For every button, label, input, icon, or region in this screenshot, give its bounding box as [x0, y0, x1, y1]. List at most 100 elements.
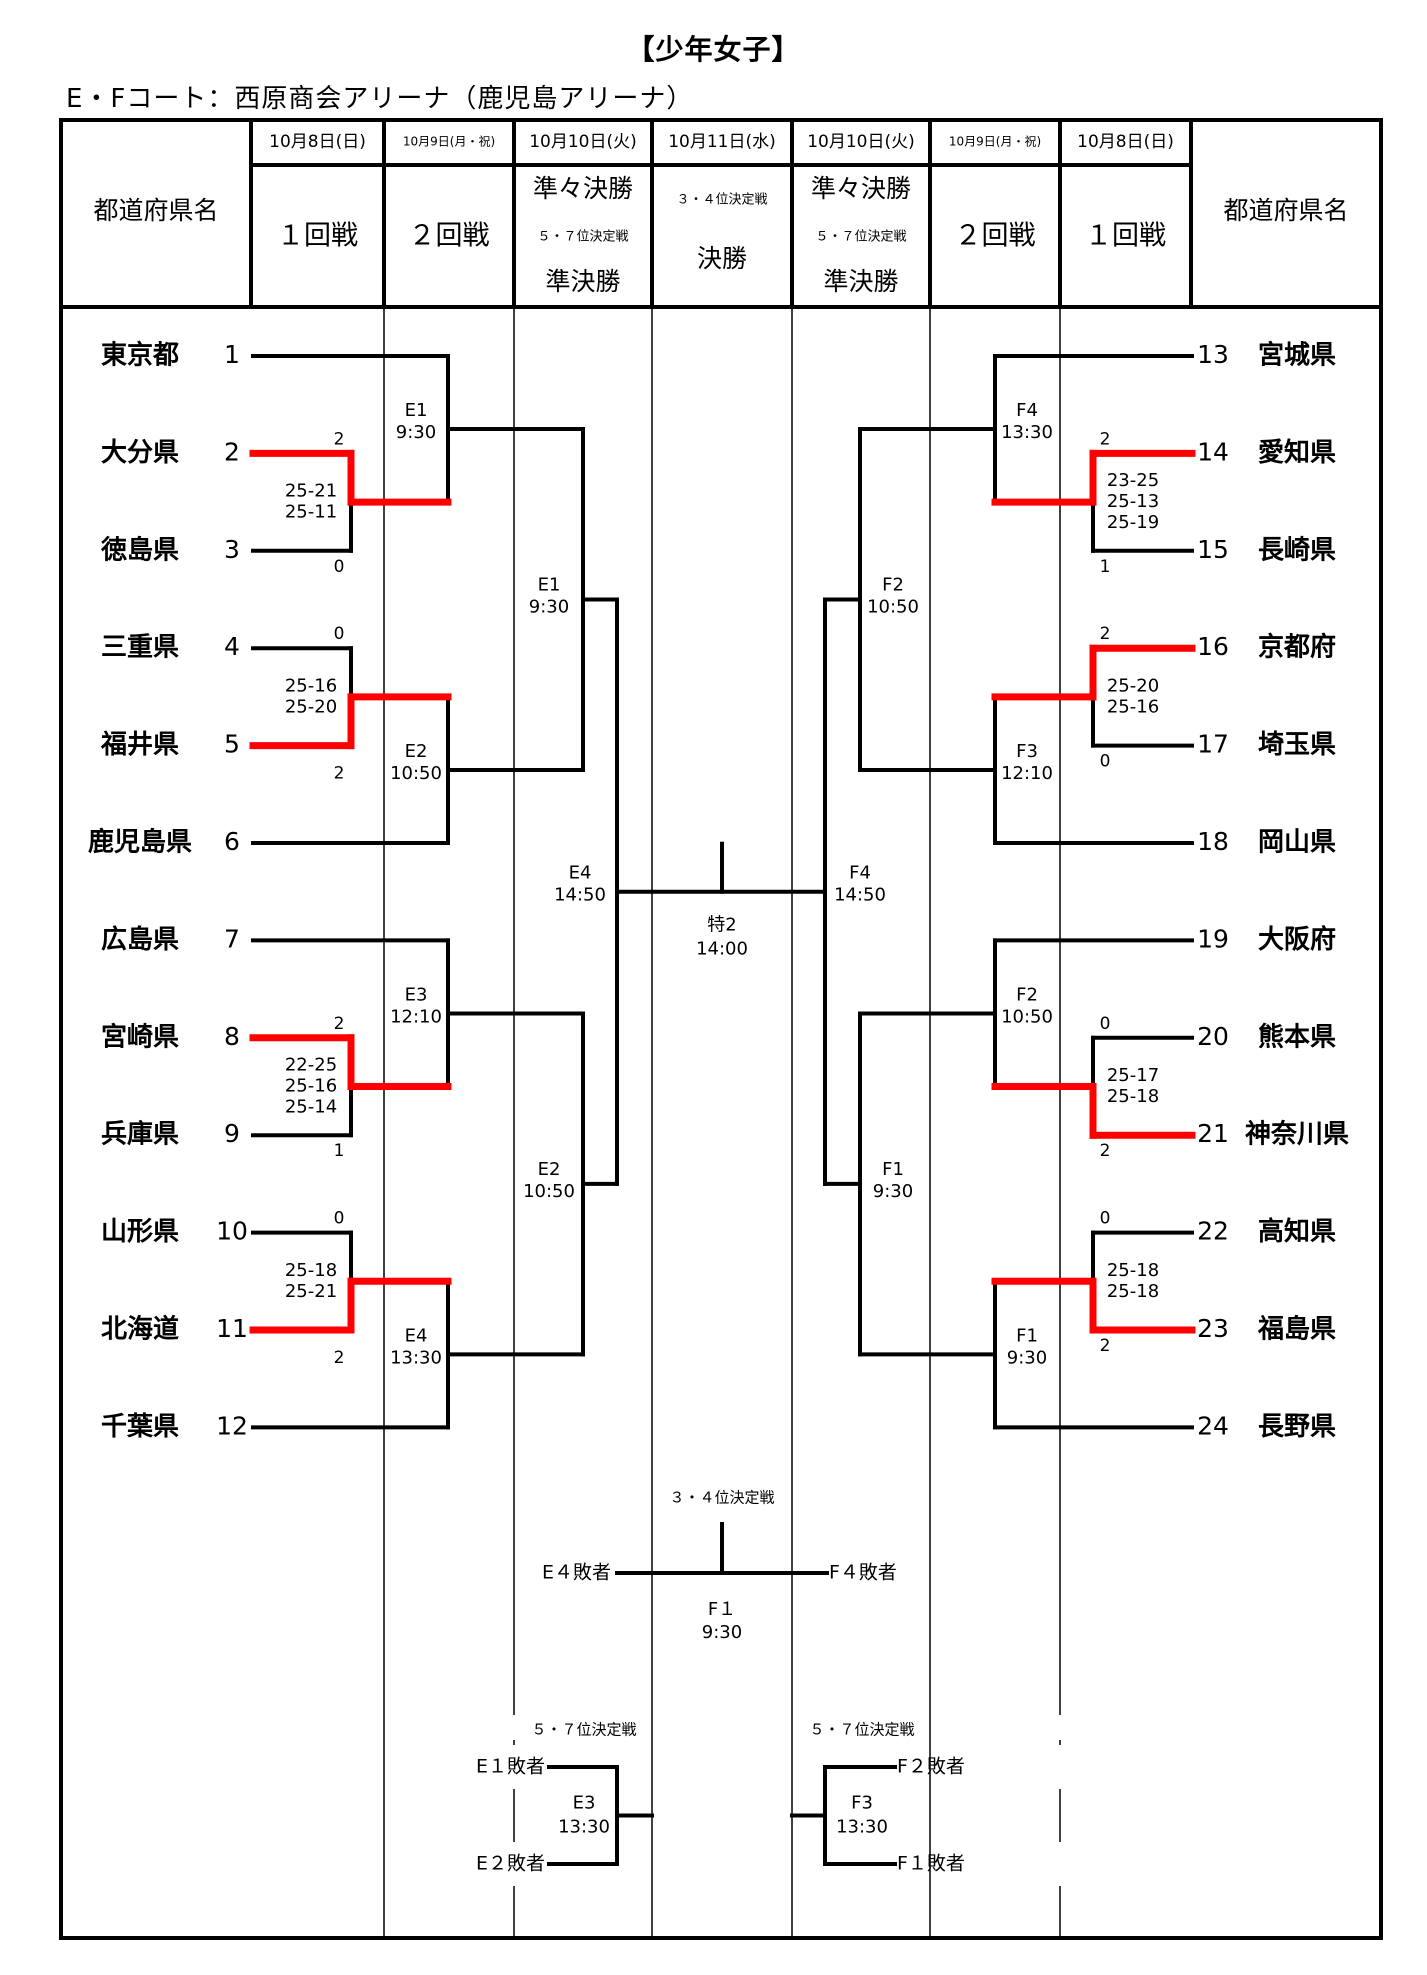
round-subname: ３・４位決定戦	[676, 193, 767, 208]
match-court: E1	[538, 575, 561, 596]
match-court: F2	[882, 575, 904, 596]
set-score: 25-18	[1107, 1086, 1159, 1107]
team-name: 三重県	[101, 633, 179, 663]
team-seed: 7	[224, 924, 240, 953]
team-name: 徳島県	[100, 534, 179, 565]
match-court: F1	[882, 1159, 904, 1180]
match-time: 9:30	[529, 597, 569, 618]
team-name: 鹿児島県	[88, 827, 192, 858]
round-date: 10月10日(火)	[807, 132, 915, 152]
match-court: F1	[1016, 1325, 1038, 1346]
team-seed: 15	[1197, 535, 1229, 564]
match-court: E4	[569, 863, 592, 884]
set-score: 25-21	[285, 1281, 337, 1302]
team-name: 愛知県	[1258, 438, 1336, 468]
team-seed: 8	[224, 1022, 240, 1051]
team-seed: 23	[1197, 1314, 1229, 1343]
match-court: F4	[849, 863, 871, 884]
match-court: E1	[405, 400, 428, 421]
match-time: 13:30	[558, 1817, 610, 1838]
team-name: 福井県	[100, 730, 179, 760]
match-time: 13:30	[836, 1817, 888, 1838]
team-name: 高知県	[1258, 1216, 1336, 1247]
label-gap	[511, 1842, 517, 1886]
set-score: 25-18	[1107, 1281, 1159, 1302]
team-seed: 18	[1197, 827, 1229, 856]
table-header: 都道府県名都道府県名10月8日(日)１回戦10月9日(月・祝)２回戦10月10日…	[93, 132, 1348, 296]
team-seed: 16	[1197, 632, 1229, 661]
team-seed: 4	[224, 632, 240, 661]
set-wins: 2	[334, 1014, 345, 1034]
round-date: 10月9日(月・祝)	[949, 135, 1041, 149]
round-date: 10月10日(火)	[529, 132, 637, 152]
match-time: 12:10	[390, 1006, 442, 1027]
team-name: 北海道	[101, 1314, 179, 1345]
match-time: 13:30	[390, 1347, 442, 1368]
team-name: 千葉県	[101, 1412, 179, 1442]
match-time: 10:50	[867, 597, 919, 618]
table-border	[59, 118, 1383, 1940]
set-score: 25-21	[285, 481, 337, 502]
match-time: 10:50	[523, 1181, 575, 1202]
third-place-right-entry: F４敗者	[829, 1562, 897, 1584]
team-seed: 20	[1197, 1022, 1229, 1051]
round-date: 10月11日(水)	[668, 132, 776, 152]
team-name: 東京都	[101, 340, 179, 371]
team-seed: 17	[1197, 730, 1229, 759]
team-name: 熊本県	[1258, 1021, 1336, 1052]
fifth-seventh-entry: F２敗者	[897, 1756, 965, 1778]
third-place-court: F１	[708, 1599, 736, 1620]
label-gap	[511, 1745, 517, 1789]
team-name: 山形県	[101, 1217, 179, 1247]
set-wins: 2	[334, 429, 345, 449]
set-score: 25-13	[1107, 491, 1159, 512]
team-name: 広島県	[101, 924, 179, 955]
venue-subtitle: E・Fコート：西原商会アリーナ（鹿児島アリーナ）	[66, 84, 694, 114]
match-court: F2	[1016, 984, 1038, 1005]
match-court: E3	[405, 984, 428, 1005]
match-time: 13:30	[1001, 422, 1053, 443]
set-wins: 1	[334, 1141, 345, 1161]
team-name: 長野県	[1258, 1412, 1336, 1442]
set-wins: 2	[334, 764, 345, 784]
final-time: 14:00	[696, 939, 748, 960]
round-name: １回戦	[1085, 221, 1166, 252]
set-score: 22-25	[285, 1055, 337, 1076]
team-name: 大阪府	[1258, 924, 1336, 955]
bracket-lines	[251, 354, 1194, 1886]
team-seed: 9	[224, 1119, 240, 1148]
set-wins: 2	[1100, 624, 1111, 644]
set-wins: 2	[1100, 1141, 1111, 1161]
third-place-time: 9:30	[702, 1622, 742, 1643]
team-seed: 24	[1197, 1411, 1229, 1440]
set-wins: 0	[1100, 1014, 1111, 1034]
set-wins: 0	[334, 557, 345, 577]
round-subname: ５・７位決定戦	[815, 230, 906, 245]
set-score: 25-20	[1107, 675, 1159, 696]
round-date: 10月8日(日)	[1077, 132, 1174, 152]
set-score: 23-25	[1107, 470, 1159, 491]
set-score: 25-20	[285, 696, 337, 717]
prefecture-header-left: 都道府県名	[93, 196, 218, 225]
team-seed: 11	[216, 1314, 248, 1343]
table-grid	[59, 118, 1383, 1940]
match-court: F4	[1016, 400, 1038, 421]
team-seed: 6	[224, 827, 240, 856]
round-name: 準決勝	[545, 267, 620, 296]
team-name: 長崎県	[1258, 535, 1336, 565]
team-seed: 3	[224, 535, 240, 564]
team-seed: 12	[216, 1411, 248, 1440]
match-time: 9:30	[1007, 1347, 1047, 1368]
team-name: 岡山県	[1258, 828, 1336, 858]
fifth-seventh-entry: E２敗者	[476, 1853, 545, 1875]
set-wins: 2	[1100, 429, 1111, 449]
team-name: 兵庫県	[101, 1120, 179, 1150]
match-court: F3	[851, 1793, 873, 1814]
round-subname: ５・７位決定戦	[537, 230, 628, 245]
third-place-label: ３・４位決定戦	[669, 1489, 774, 1507]
team-seed: 5	[224, 730, 240, 759]
match-time: 9:30	[396, 422, 436, 443]
round-name: 準々決勝	[533, 174, 633, 203]
label-gap	[511, 1715, 517, 1740]
match-time: 14:50	[554, 885, 606, 906]
